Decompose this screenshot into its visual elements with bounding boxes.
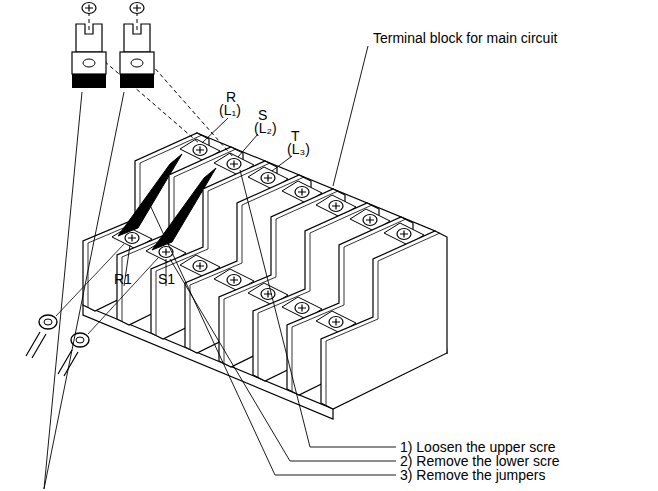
leader-line — [238, 134, 258, 157]
jumper-body — [120, 74, 154, 88]
screw — [193, 145, 207, 156]
part-name: Terminal block for main circuit — [373, 31, 557, 45]
terminal-name: S — [258, 108, 267, 122]
removed-jumpers — [72, 3, 234, 159]
terminal-name: (L₁) — [219, 103, 241, 117]
screw — [329, 317, 343, 328]
screw — [159, 247, 173, 258]
jumper-top — [72, 52, 106, 74]
screw — [82, 3, 96, 14]
ring-terminal — [26, 244, 124, 358]
leader-line — [170, 259, 396, 461]
screw — [295, 187, 309, 198]
terminal-name: R1 — [114, 272, 132, 286]
leader-line — [202, 118, 228, 143]
leader-line — [44, 92, 124, 489]
terminal-name: R — [226, 90, 236, 104]
jumper-body — [72, 74, 106, 88]
screw — [261, 173, 275, 184]
screw — [125, 233, 139, 244]
leader-lines — [44, 46, 396, 489]
leader-line — [240, 170, 396, 447]
screw — [295, 303, 309, 314]
leader-line — [44, 92, 82, 489]
screw — [227, 275, 241, 286]
screw — [261, 289, 275, 300]
leader-line — [272, 156, 292, 171]
jumper-top — [120, 52, 154, 74]
barrier-edge — [326, 233, 440, 405]
screw — [397, 229, 411, 240]
step-note: 2) Remove the lower scre — [400, 454, 560, 468]
screw — [329, 201, 343, 212]
screw — [363, 215, 377, 226]
step-note: 1) Loosen the upper scre — [400, 440, 556, 454]
jumper-fork — [124, 24, 150, 52]
leader-line — [150, 205, 396, 475]
terminal-name: T — [291, 129, 300, 143]
jumper-fork — [76, 24, 102, 52]
leader-line — [333, 46, 368, 186]
ring-terminal — [58, 258, 158, 376]
terminal-name: (L₃) — [287, 142, 310, 156]
screw — [193, 261, 207, 272]
screw — [130, 3, 144, 14]
step-note: 3) Remove the jumpers — [400, 468, 546, 482]
barrier-plate — [321, 231, 447, 409]
terminal-block — [83, 133, 447, 419]
screw — [227, 159, 241, 170]
terminal-name: (L₂) — [254, 121, 277, 135]
terminal-name: S1 — [158, 272, 175, 286]
